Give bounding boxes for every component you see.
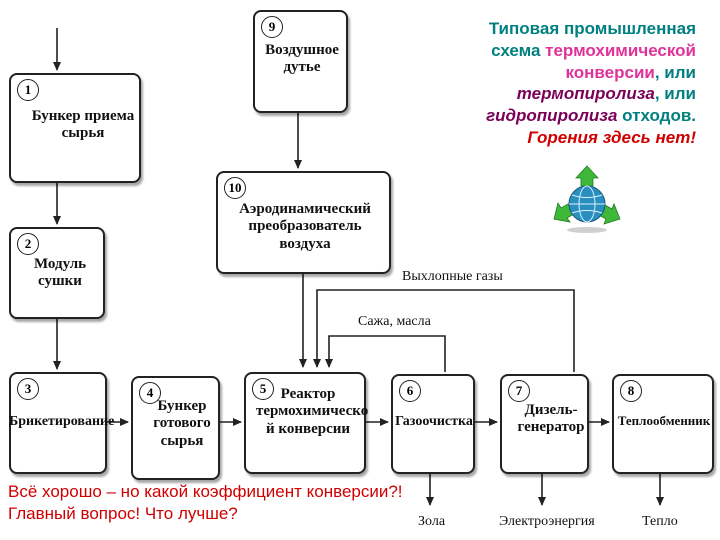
block-label: Газоочистка bbox=[395, 414, 473, 429]
title-part-4: термопиролиза bbox=[516, 84, 655, 104]
block-briquetting: 3 Брикетирование bbox=[9, 372, 115, 474]
block-gas-cleaning: 6 Газоочистка bbox=[391, 374, 475, 474]
block-label: Реактор термохимическо й конверсии bbox=[256, 386, 369, 437]
block-aero-converter: 10 Аэродинамический преобразователь возд… bbox=[216, 171, 391, 274]
block-number: 5 bbox=[252, 378, 274, 400]
block-label: Воздушное дутье bbox=[265, 42, 339, 76]
block-label: Дизель-генератор bbox=[517, 402, 585, 436]
block-thermochemical-reactor: 5 Реактор термохимическо й конверсии bbox=[244, 372, 369, 474]
arrow-exhaust-loop bbox=[313, 289, 575, 372]
block-number: 2 bbox=[17, 233, 39, 255]
label-soot-oil: Сажа, масла bbox=[358, 314, 431, 329]
block-air-blast: 9 Воздушное дутье bbox=[253, 10, 348, 113]
arrow-soot-loop bbox=[325, 335, 446, 372]
recycling-globe-icon bbox=[553, 165, 621, 233]
title-part-1: Типовая промышленная схема bbox=[488, 19, 696, 60]
block-number: 9 bbox=[261, 16, 283, 38]
title-part-6: гидропиролиза bbox=[486, 106, 618, 125]
question-text: Всё хорошо – но какой коэффициент конвер… bbox=[8, 482, 403, 524]
block-number: 8 bbox=[620, 380, 642, 402]
block-number: 6 bbox=[399, 380, 421, 402]
slide-title: Типовая промышленная схема термохимическ… bbox=[436, 18, 696, 149]
title-part-2: термохимической конверсии bbox=[545, 40, 696, 82]
block-diesel-generator: 7 Дизель-генератор bbox=[500, 374, 589, 474]
block-drying-module: 2 Модуль сушки bbox=[9, 227, 105, 319]
label-ash: Зола bbox=[418, 514, 446, 529]
block-number: 3 bbox=[17, 378, 39, 400]
block-raw-bunker: 1 Бункер приема сырья bbox=[9, 73, 141, 183]
title-part-8: Горения здесь нет! bbox=[527, 127, 696, 147]
block-number: 10 bbox=[224, 177, 246, 199]
block-label: Бункер приема сырья bbox=[31, 108, 135, 142]
block-ready-bunker: 4 Бункер готового сырья bbox=[131, 376, 220, 480]
block-number: 7 bbox=[508, 380, 530, 402]
block-label: Брикетирование bbox=[9, 414, 115, 429]
block-number: 1 bbox=[17, 79, 39, 101]
block-heat-exchanger: 8 Теплообменник bbox=[612, 374, 714, 474]
title-part-7: отходов. bbox=[622, 106, 696, 125]
block-label: Аэродинамический преобразователь воздуха bbox=[239, 201, 371, 252]
title-part-3: , или bbox=[654, 62, 696, 82]
label-electricity: Электроэнергия bbox=[499, 514, 595, 529]
block-label: Теплообменник bbox=[617, 413, 711, 428]
label-heat: Тепло bbox=[642, 514, 678, 529]
block-label: Модуль сушки bbox=[33, 256, 87, 290]
title-part-5: , или bbox=[654, 84, 696, 104]
block-number: 4 bbox=[139, 382, 161, 404]
label-exhaust-gases: Выхлопные газы bbox=[402, 269, 503, 284]
block-label: Бункер готового сырья bbox=[153, 398, 211, 449]
